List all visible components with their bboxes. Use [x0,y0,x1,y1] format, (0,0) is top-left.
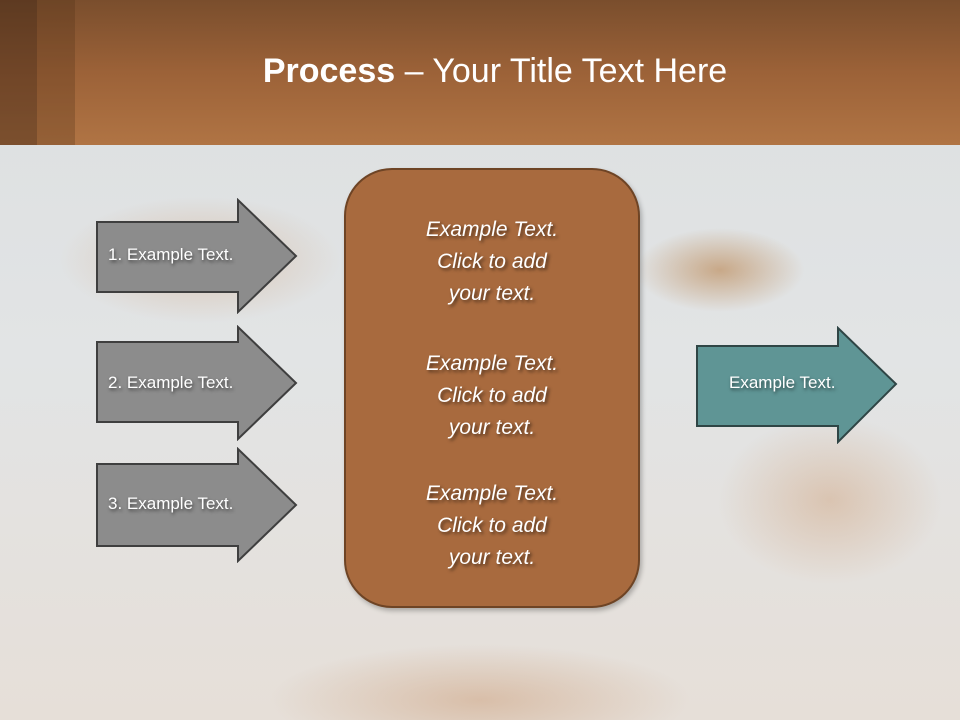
header-accent-band [0,0,37,145]
block-line: Example Text. [425,352,559,375]
process-arrow-2[interactable]: 2. Example Text. [95,325,300,441]
block-line: your text. [448,546,536,569]
process-arrow-1[interactable]: 1. Example Text. [95,198,300,314]
right-arrow-shape-icon [96,447,298,563]
block-line: Click to add [437,384,547,407]
arrow-label: 3. Example Text. [108,494,234,513]
process-arrow-3[interactable]: 3. Example Text. [95,447,300,563]
title-rest-part: – Your Title Text Here [395,52,728,90]
arrow-label: Example Text. [729,373,836,392]
block-line: Example Text. [425,482,559,505]
right-arrow-shape-icon [96,325,298,441]
text-block-2[interactable]: Example Text. Click to add your text. [346,348,638,444]
block-line: Click to add [437,514,547,537]
block-line: Example Text. [425,218,559,241]
arrow-label: 2. Example Text. [108,373,234,392]
slide-title[interactable]: Process – Your Title Text Here [0,52,960,91]
result-arrow[interactable]: Example Text. [695,326,900,444]
header-accent-band [37,0,75,145]
text-block-1[interactable]: Example Text. Click to add your text. [346,214,638,310]
text-block-3[interactable]: Example Text. Click to add your text. [346,478,638,574]
right-arrow-shape-icon [696,326,898,444]
arrow-label: 1. Example Text. [108,245,234,264]
center-content-box[interactable]: Example Text. Click to add your text. Ex… [344,168,640,608]
block-line: your text. [448,282,536,305]
title-bar: Process – Your Title Text Here [0,0,960,145]
block-line: Click to add [437,250,547,273]
right-arrow-shape-icon [96,198,298,314]
block-line: your text. [448,416,536,439]
title-bold-part: Process [262,52,396,90]
